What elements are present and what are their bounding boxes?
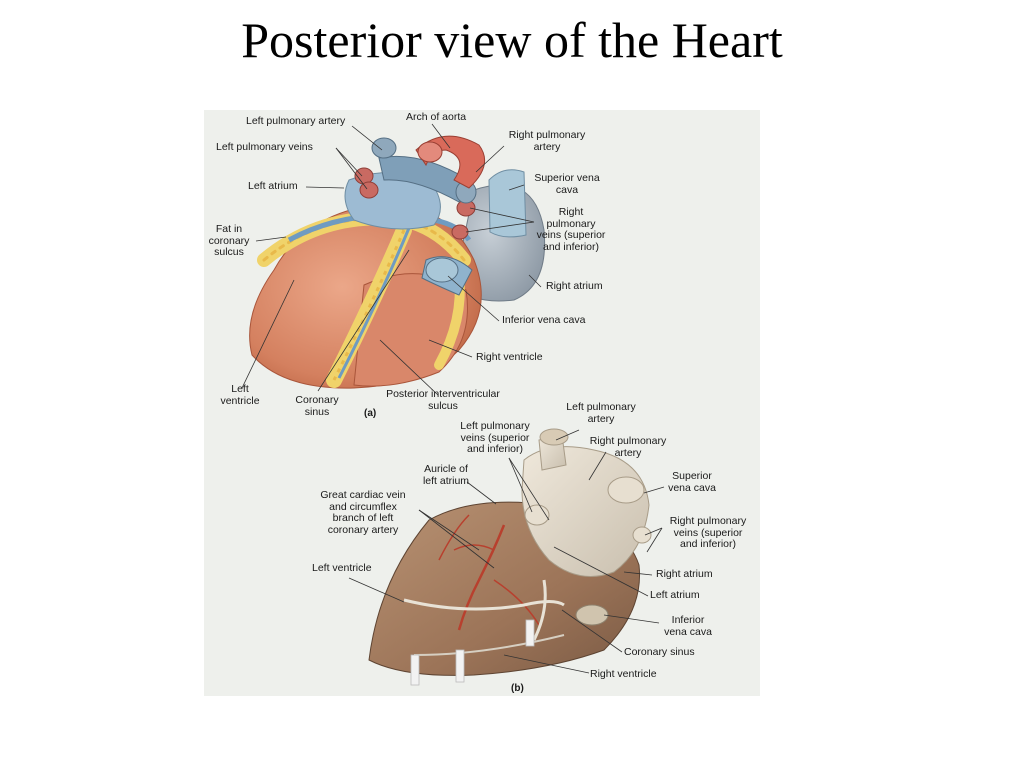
label-right-atrium: Right atrium [546,280,603,292]
panel-b-leader-lines [348,429,665,674]
label-arch-of-aorta: Arch of aorta [406,111,467,123]
label-b-left-pulmonary-artery: Left pulmonary artery [566,401,636,425]
label-b-left-ventricle: Left ventricle [312,562,372,574]
label-left-pulmonary-artery: Left pulmonary artery [246,115,346,127]
label-b-right-pulmonary-veins: Right pulmonary veins (superior and infe… [669,515,747,550]
label-left-atrium: Left atrium [248,180,298,192]
label-left-ventricle: Left ventricle [220,383,260,407]
panel-b-tag: (b) [511,683,524,694]
label-right-pulmonary-artery: Right pulmonary artery [508,129,586,153]
slide-title: Posterior view of the Heart [241,12,783,68]
label-inferior-vena-cava: Inferior vena cava [502,314,586,326]
label-right-pulmonary-veins: Right pulmonary veins (superior and infe… [536,206,606,253]
heart-illustration [241,123,665,686]
label-b-right-pulmonary-artery: Right pulmonary artery [589,435,667,459]
label-b-left-atrium: Left atrium [650,589,700,601]
label-b-right-atrium: Right atrium [656,568,713,580]
label-b-right-ventricle: Right ventricle [590,668,657,680]
panel-a-leader-lines [241,123,542,396]
panel-b-illustration [368,428,652,686]
panel-a-tag: (a) [364,408,377,419]
label-b-auricle-of-left-atrium: Auricle of left atrium [422,463,470,487]
label-posterior-interventricular-sulcus: Posterior interventricular sulcus [386,388,500,412]
label-b-great-cardiac-vein: Great cardiac vein and circumflex branch… [320,489,406,536]
label-b-superior-vena-cava: Superior vena cava [668,470,716,494]
label-fat-in-coronary-sulcus: Fat in coronary sulcus [208,223,250,258]
label-b-coronary-sinus: Coronary sinus [624,646,695,658]
label-b-inferior-vena-cava: Inferior vena cava [664,614,712,638]
label-left-pulmonary-veins: Left pulmonary veins [216,141,313,153]
heart-figure: Left pulmonary artery Arch of aorta Righ… [204,110,760,696]
label-superior-vena-cava: Superior vena cava [534,172,600,196]
label-b-left-pulmonary-veins: Left pulmonary veins (superior and infer… [460,420,530,455]
label-right-ventricle: Right ventricle [476,351,543,363]
label-coronary-sinus: Coronary sinus [295,394,339,418]
